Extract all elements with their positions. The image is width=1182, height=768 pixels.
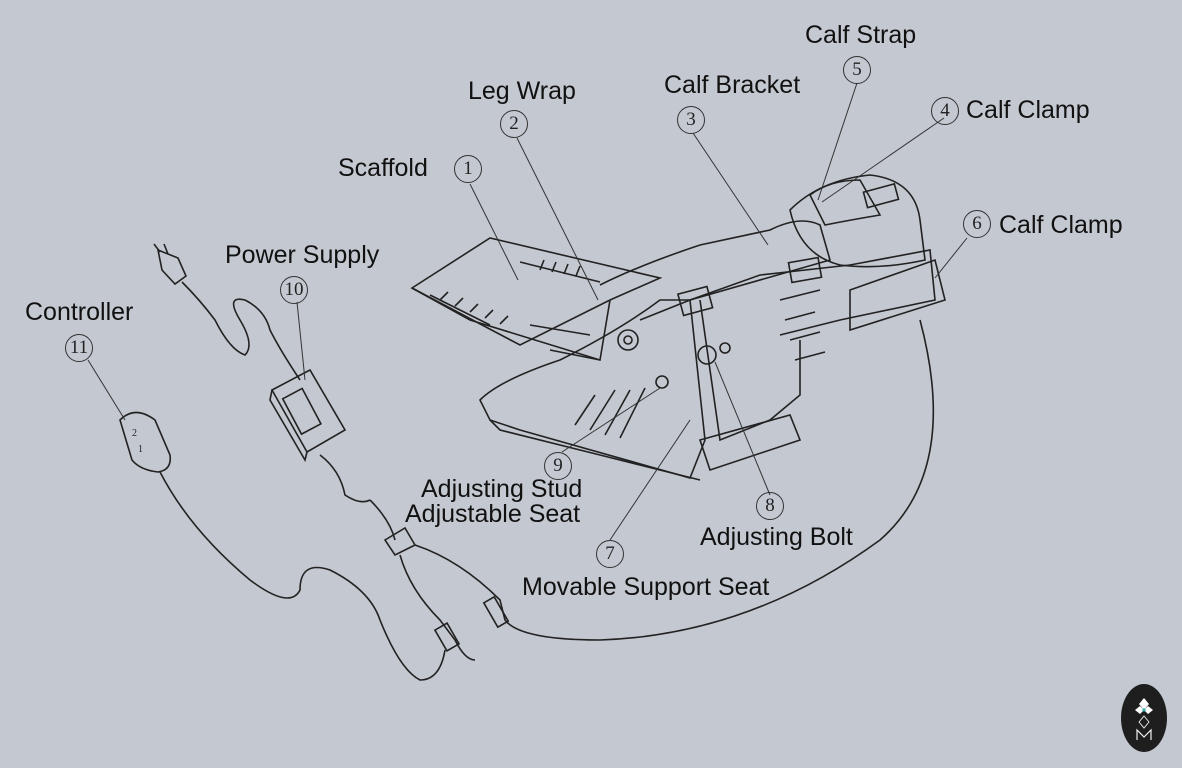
label-adjusting-stud: Adjusting Stud	[421, 475, 583, 503]
callout-5: 5	[843, 56, 871, 84]
label-calf-clamp-side: Calf Clamp	[999, 211, 1123, 239]
svg-text:2: 2	[132, 428, 137, 439]
label-controller: Controller	[25, 298, 134, 326]
cable-splitter	[369, 319, 935, 661]
callout-4: 4	[931, 97, 959, 125]
callout-1: 1	[454, 155, 482, 183]
label-calf-bracket: Calf Bracket	[664, 71, 801, 99]
scaffold-slots	[439, 259, 581, 325]
callout-11: 11	[65, 334, 93, 362]
movable-support-seat	[479, 299, 706, 481]
label-scaffold: Scaffold	[338, 154, 428, 182]
callout-6: 6	[963, 210, 991, 238]
callout-3: 3	[677, 106, 705, 134]
label-calf-clamp-top: Calf Clamp	[966, 96, 1090, 124]
power-plug	[153, 243, 301, 381]
calf-clamp	[676, 174, 926, 317]
svg-text:1: 1	[138, 444, 143, 455]
callout-7: 7	[596, 540, 624, 568]
calf-bracket	[689, 249, 946, 472]
callout-9: 9	[544, 452, 572, 480]
leg-wrap	[599, 220, 831, 321]
label-adjustable-seat: Adjustable Seat	[405, 500, 581, 528]
leader-lines	[87, 82, 968, 541]
power-supply-brick	[269, 368, 371, 503]
label-movable-support-seat: Movable Support Seat	[522, 573, 770, 601]
label-leg-wrap: Leg Wrap	[468, 77, 576, 105]
label-adjusting-bolt: Adjusting Bolt	[700, 523, 853, 551]
scaffold-frame	[410, 237, 663, 362]
callout-10: 10	[280, 276, 308, 304]
controller-handset: 2 1	[119, 411, 446, 681]
callout-2: 2	[500, 110, 528, 138]
callout-8: 8	[756, 492, 784, 520]
brand-logo-icon	[1121, 684, 1167, 752]
label-power-supply: Power Supply	[225, 241, 380, 269]
label-calf-strap: Calf Strap	[805, 21, 917, 49]
